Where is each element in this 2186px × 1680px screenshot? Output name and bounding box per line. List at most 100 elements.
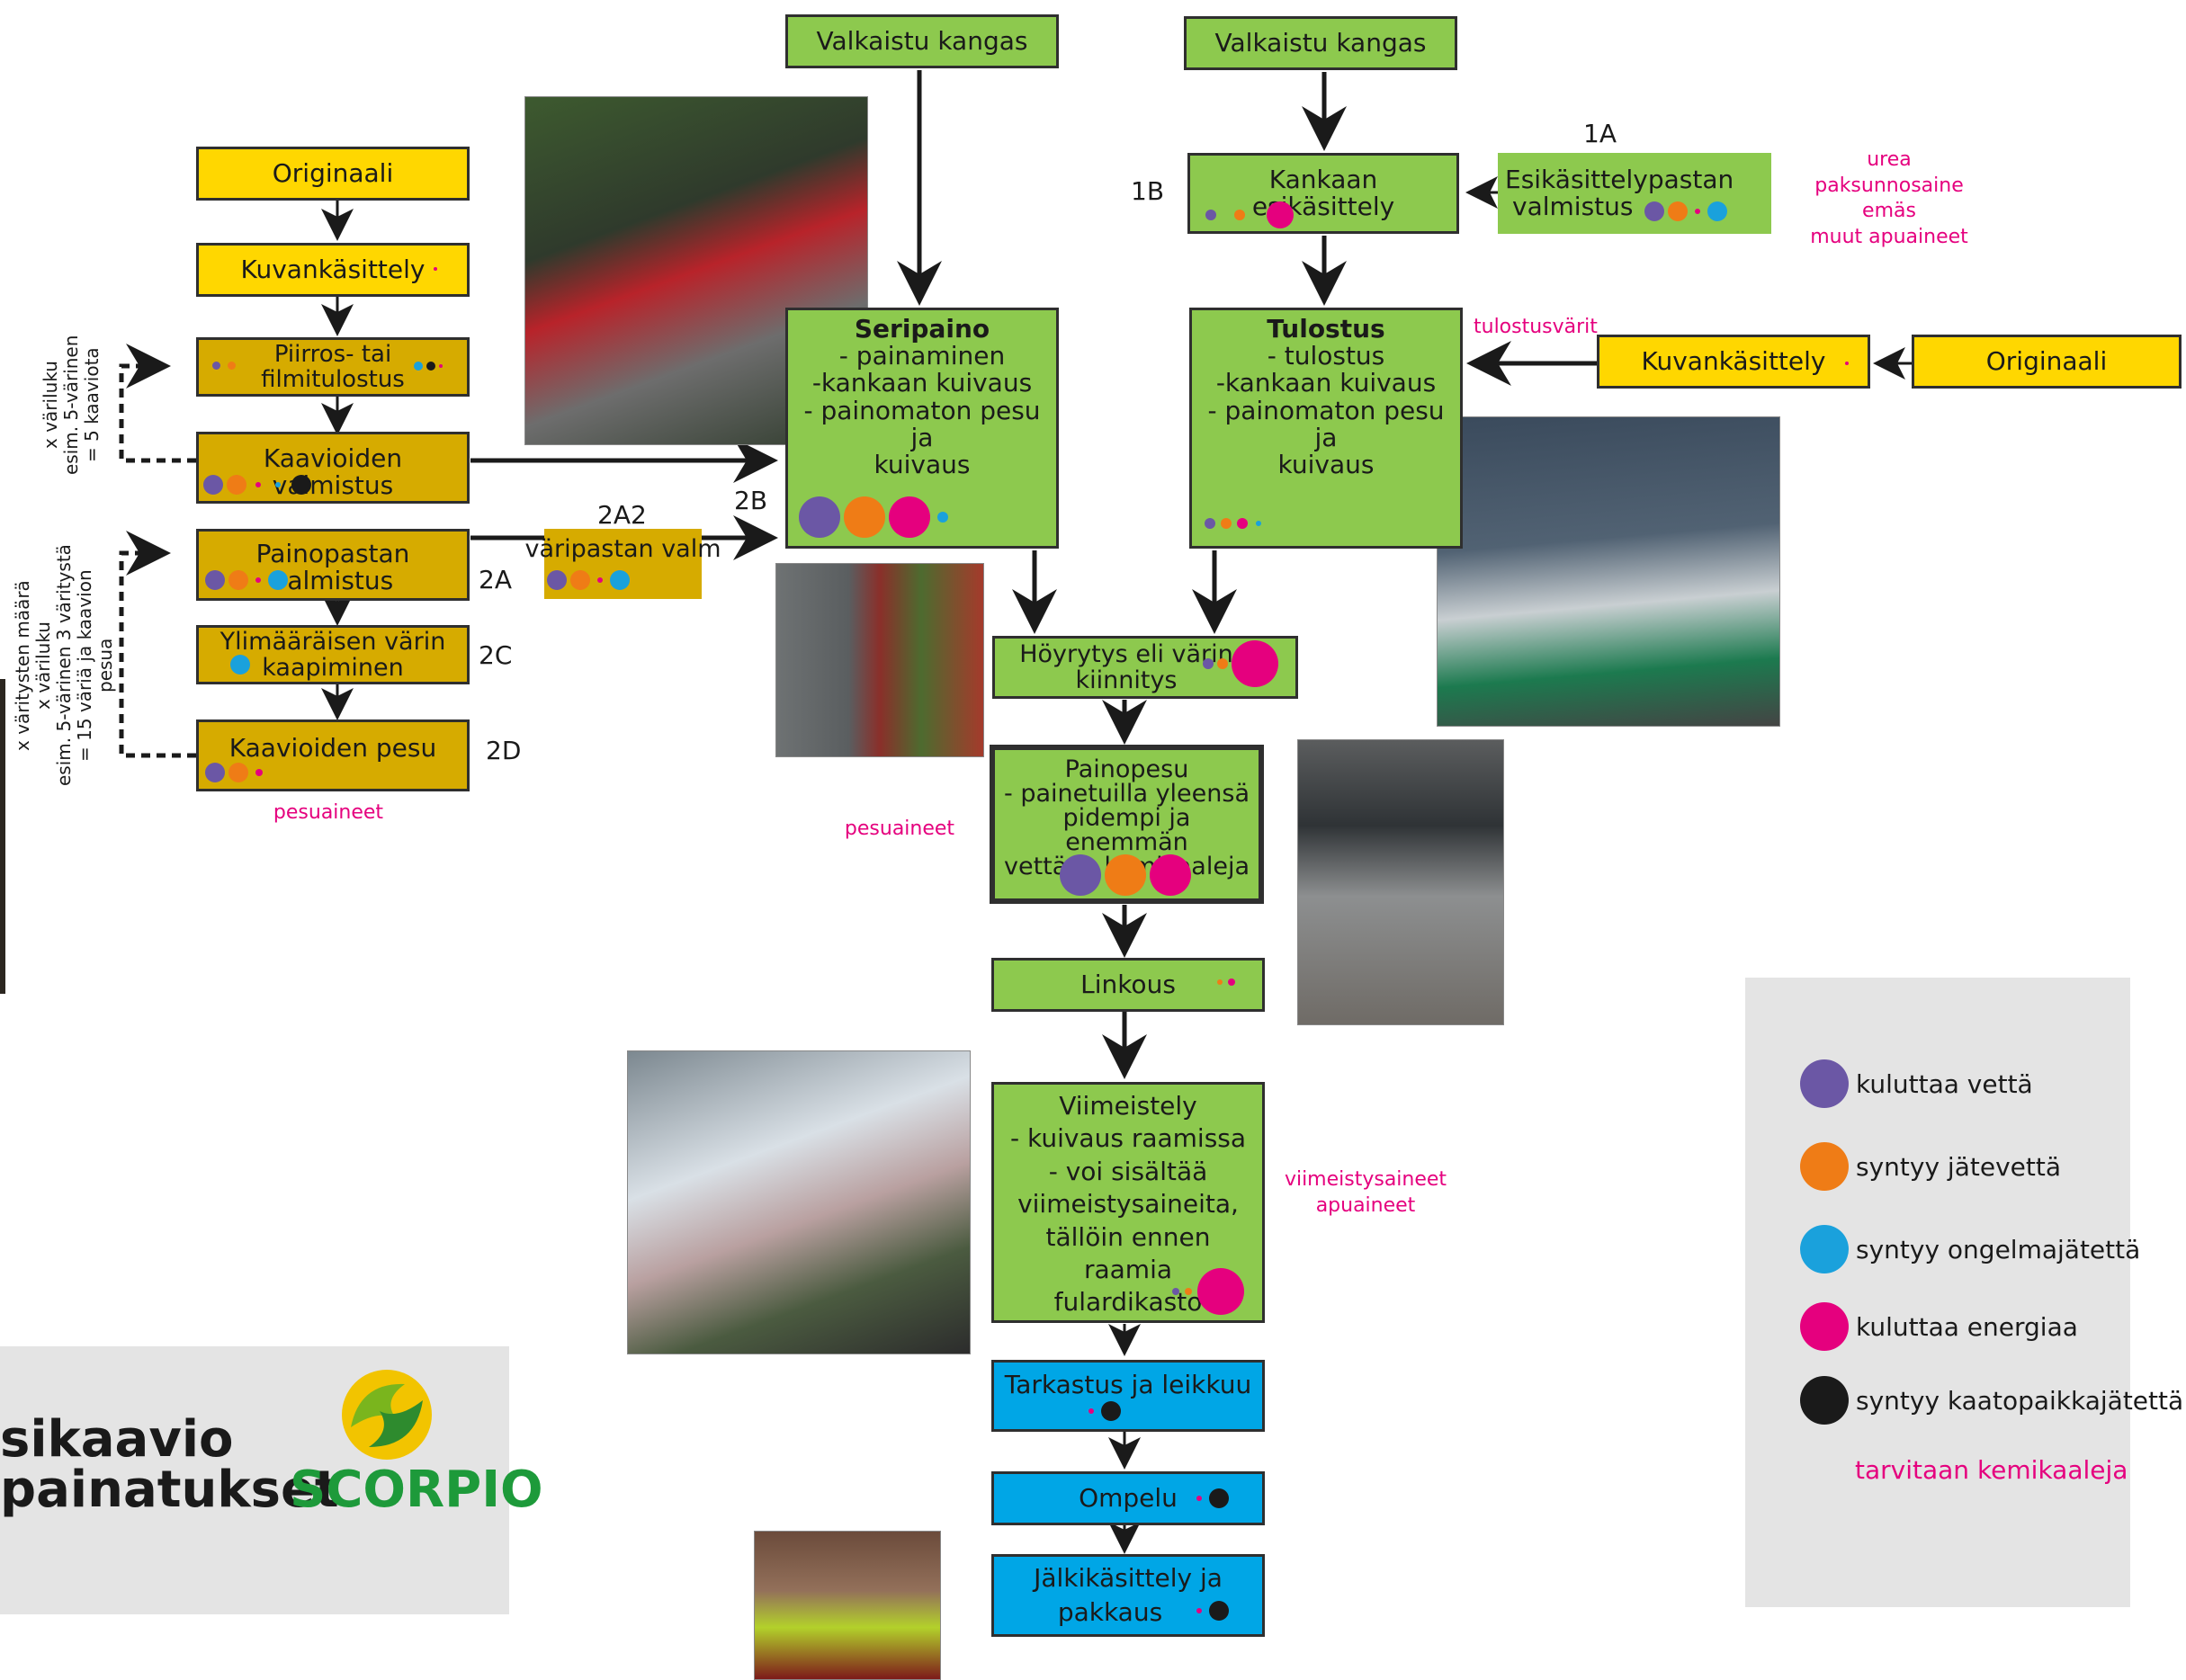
painopesu-line-1: Painopesu (1064, 755, 1189, 783)
kuvankasittely-left-box: Kuvankäsittely (196, 243, 470, 297)
painopesu-line-2: - painetuilla yleensä (1004, 780, 1250, 808)
kaavioiden-pesu-box: Kaavioiden pesu (196, 719, 470, 791)
legend-label-hazardous: syntyy ongelmajätettä (1856, 1234, 2141, 1264)
kuvankasittely-right-box: Kuvankäsittely (1597, 335, 1870, 389)
logo-panel: sikaavio painatukset SCORPIO (0, 1346, 543, 1614)
jalkikasittely-line-2: pakkaus (1057, 1597, 1163, 1627)
ompelu-dots (1193, 1488, 1232, 1508)
linkous-label: Linkous (1080, 969, 1176, 999)
kuvankasittely-right-label: Kuvankäsittely (1641, 345, 1826, 376)
hoyrytys-line-2: kiinnitys (1075, 666, 1178, 694)
tulostusvarit-label: tulostusvärit (1474, 316, 1598, 338)
seripaino-line-4: kuivaus (874, 450, 971, 480)
logo-brand: SCORPIO (290, 1461, 543, 1519)
tag-1B: 1B (1131, 176, 1165, 206)
seripaino-dots (797, 496, 954, 538)
painopesu-dots (1058, 854, 1193, 896)
washer-photo (1297, 739, 1504, 1025)
varipastan-valm-label: väripastan valm (524, 535, 721, 563)
painopastan-dots (203, 570, 290, 590)
kaavioiden-pesu-dots (203, 763, 268, 782)
piirros-dots-left (209, 362, 239, 370)
tarkastus-label: Tarkastus ja leikkuu (1004, 1370, 1252, 1399)
painopesu-line-3: pidempi ja enemmän (1062, 804, 1191, 856)
jalkikasittely-dots (1193, 1601, 1232, 1621)
legend-item-water: kuluttaa vettä (1800, 1059, 2033, 1108)
logo-title-line-1: sikaavio (0, 1410, 234, 1469)
seripaino-line-1: - painaminen (838, 341, 1006, 371)
ompelu-label: Ompelu (1079, 1482, 1178, 1513)
legend-purple-dot (1800, 1059, 1849, 1108)
pesuaineet-left: pesuaineet (273, 801, 384, 824)
dot-pink-small-right (1845, 362, 1849, 365)
tulostus-dots (1202, 518, 1267, 529)
kuvankasittely-left-label: Kuvankäsittely (240, 254, 426, 284)
kaavioiden-valmistus-dots (202, 475, 315, 495)
legend-chemicals-note: tarvitaan kemikaaleja (1855, 1455, 2128, 1485)
valkaistu-kangas-left-box: Valkaistu kangas (785, 14, 1059, 68)
legend-orange-dot (1800, 1142, 1849, 1191)
tarkastus-box: Tarkastus ja leikkuu (991, 1360, 1265, 1432)
legend-item-wastewater: syntyy jätevettä (1800, 1142, 2061, 1191)
tag-2D: 2D (486, 736, 522, 765)
varipastan-dots (545, 570, 632, 590)
legend-item-hazardous: syntyy ongelmajätettä (1800, 1225, 2140, 1273)
viimeistely-line-3: - voi sisältää (1048, 1156, 1208, 1186)
linkous-box: Linkous (991, 958, 1265, 1012)
ylimaaraisen-dot (230, 655, 250, 675)
tag-1A: 1A (1583, 119, 1617, 148)
legend-blue-dot (1800, 1225, 1849, 1273)
viimeistely-line-2: - kuivaus raamissa (1009, 1123, 1247, 1154)
ompelu-box: Ompelu (991, 1471, 1265, 1525)
hoyrytys-line-1: Höyrytys eli värin (1019, 639, 1233, 668)
piirros-line-2: filmitulostus (261, 366, 405, 393)
esikasittelypastan-dots (1643, 201, 1729, 221)
legend-item-landfill: syntyy kaatopaikkajätettä (1800, 1376, 2183, 1425)
originaali-right-box: Originaali (1912, 335, 2182, 389)
ylimaaraisen-line-1: Ylimääräisen värin (219, 627, 446, 656)
screen-frame-photo (775, 563, 984, 757)
esikasittelypastan-box: Esikäsittelypastan valmistus (1498, 153, 1771, 234)
valkaistu-kangas-right-label: Valkaistu kangas (1214, 27, 1427, 58)
valkaistu-kangas-left-label: Valkaistu kangas (816, 25, 1028, 56)
jalkikasittely-line-1: Jälkikäsittely ja (1034, 1563, 1223, 1594)
tag-2B: 2B (734, 486, 768, 515)
tulostus-box: Tulostus - tulostus -kankaan kuivaus - p… (1189, 308, 1463, 549)
seripaino-line-2: -kankaan kuivaus (811, 368, 1033, 398)
legend-item-energy: kuluttaa energiaa (1800, 1302, 2078, 1351)
left-edge-photo (0, 679, 5, 994)
tag-2A: 2A (479, 565, 512, 594)
piirros-box: Piirros- tai filmitulostus (196, 337, 470, 397)
scorpio-logo-icon (342, 1370, 432, 1460)
seripaino-line-3: - painomaton pesu ja (803, 395, 1041, 452)
valkaistu-kangas-right-box: Valkaistu kangas (1184, 16, 1457, 70)
tulostus-line-2: -kankaan kuivaus (1215, 368, 1437, 398)
viimeistely-line-5: tällöin ennen raamia (1045, 1221, 1211, 1284)
originaali-left-label: Originaali (272, 157, 394, 188)
legend-label-landfill: syntyy kaatopaikkajätettä (1856, 1385, 2184, 1416)
hoyrytys-dots (1201, 640, 1280, 687)
digital-printer-photo (1437, 416, 1780, 727)
originaali-left-box: Originaali (196, 147, 470, 201)
kaavioiden-valmistus-label: Kaavioiden valmistus (263, 443, 403, 501)
seripaino-title: Seripaino (854, 314, 990, 344)
esik-chemicals: urea paksunnosaine emäs muut apuaineet (1810, 148, 1968, 248)
dot-pink-small (434, 267, 437, 271)
viimeistely-line-1: Viimeistely (1059, 1091, 1197, 1121)
tag-2C: 2C (479, 640, 513, 670)
piirros-dots-right (412, 362, 444, 371)
esikasittelypastan-line-1: Esikäsittelypastan (1505, 164, 1734, 194)
esikasittelypastan-line-2: valmistus (1512, 192, 1634, 221)
tulostus-line-3: - painomaton pesu ja (1207, 395, 1445, 452)
ylimaaraisen-line-2: kaapiminen (262, 654, 404, 682)
linkous-dots (1214, 979, 1238, 986)
kankaan-esikasittely-dots (1198, 201, 1304, 228)
finishing-machine-photo (627, 1050, 971, 1354)
legend-pink-dot (1800, 1302, 1849, 1351)
legend-label-wastewater: syntyy jätevettä (1856, 1151, 2061, 1182)
legend-label-water: kuluttaa vettä (1856, 1068, 2033, 1099)
painopastan-valmistus-box: Painopastan valmistus (196, 529, 470, 601)
originaali-right-label: Originaali (1985, 345, 2108, 376)
kaavioiden-pesu-label: Kaavioiden pesu (228, 733, 437, 763)
